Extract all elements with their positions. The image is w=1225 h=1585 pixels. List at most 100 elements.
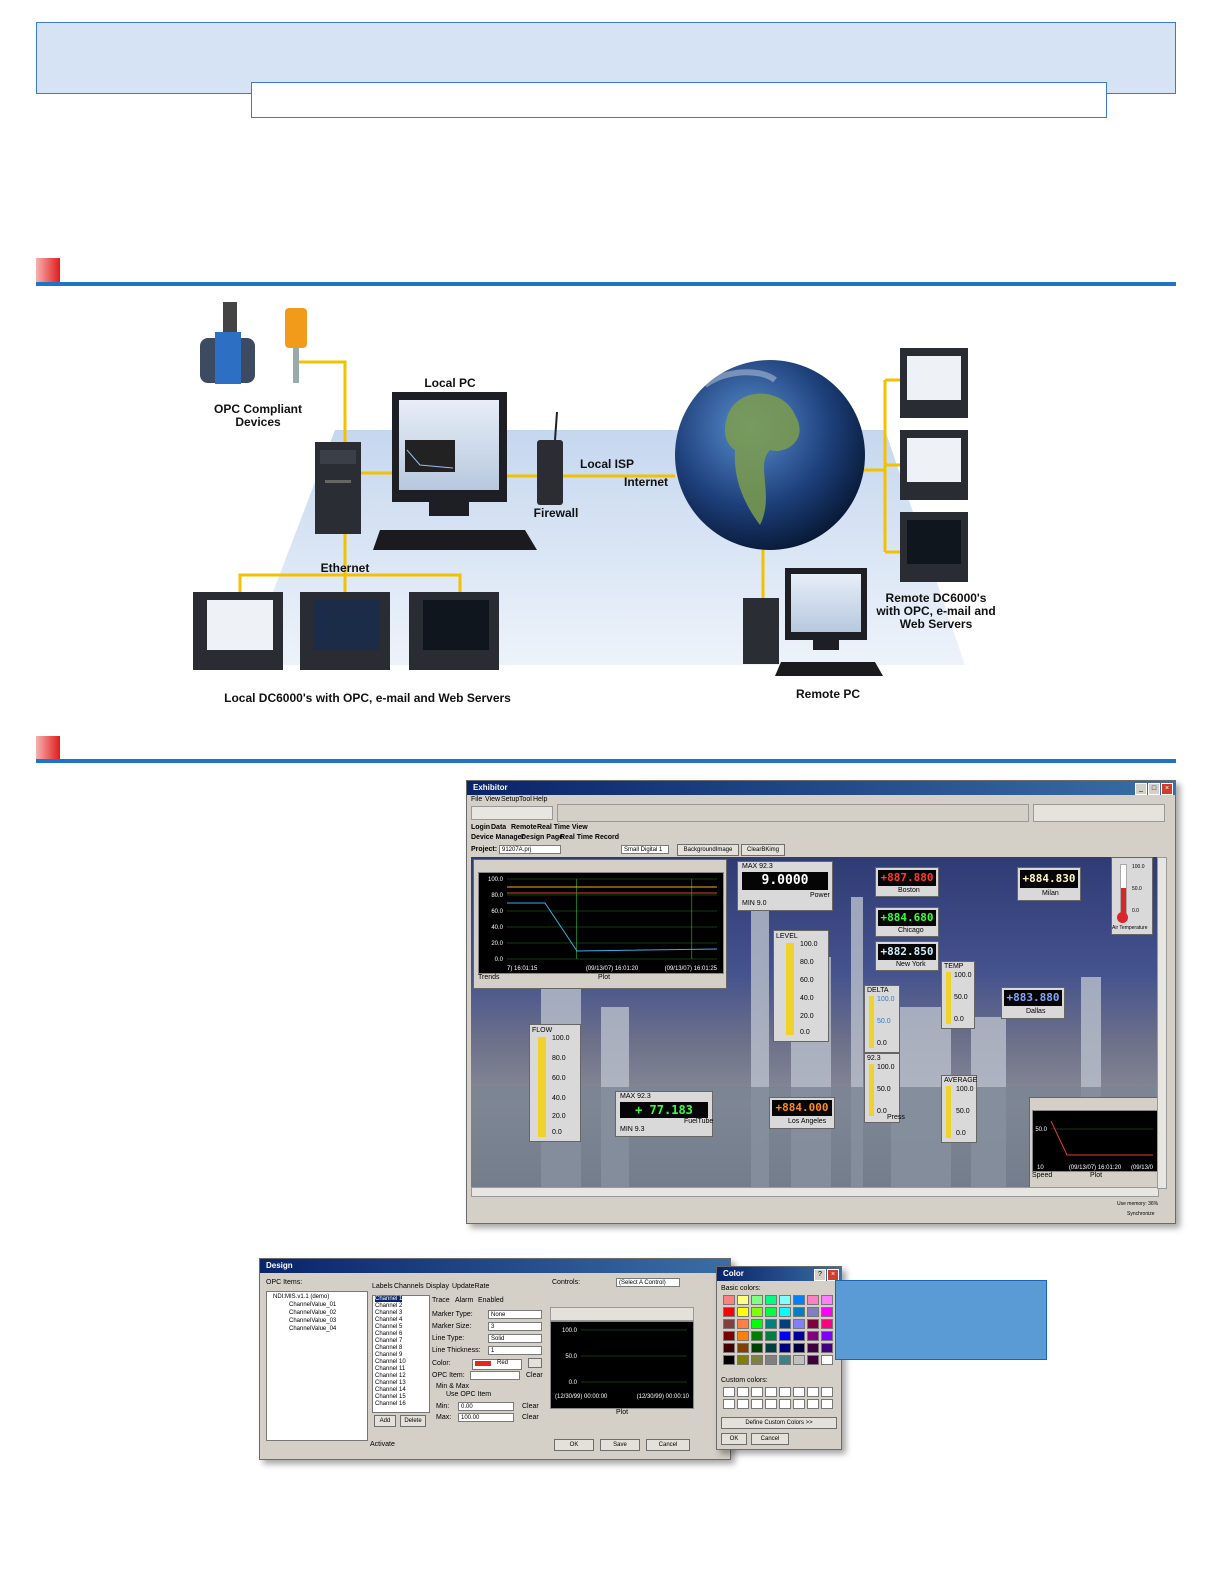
channel-list-item[interactable]: Channel 6 [375,1331,403,1337]
line-thickness-select[interactable]: 1 [488,1346,542,1355]
color-swatch[interactable] [723,1331,735,1341]
channel-list-item[interactable]: Channel 7 [375,1338,403,1344]
define-custom-colors-button[interactable]: Define Custom Colors >> [721,1417,837,1429]
tab-login[interactable]: Login [471,824,491,831]
minimize-button[interactable]: _ [1135,783,1147,795]
add-button[interactable]: Add [374,1415,396,1427]
color-swatch[interactable] [821,1355,833,1365]
custom-color-swatch[interactable] [821,1399,833,1409]
close-button[interactable]: × [827,1269,839,1281]
channel-list-item[interactable]: Channel 15 [375,1394,406,1400]
tab-updaterate[interactable]: UpdateRate [452,1283,490,1290]
custom-color-swatch[interactable] [765,1399,777,1409]
vertical-scrollbar[interactable] [1157,857,1167,1189]
custom-color-swatch[interactable] [779,1399,791,1409]
custom-color-swatch[interactable] [723,1387,735,1397]
tab-labels[interactable]: Labels [372,1283,393,1290]
color-swatch[interactable] [723,1307,735,1317]
use-opc-checkbox[interactable]: Use OPC Item [446,1391,492,1398]
channel-list-item[interactable]: Channel 11 [375,1366,406,1372]
line-type-select[interactable]: Solid [488,1334,542,1343]
color-swatch[interactable] [779,1331,791,1341]
color-swatch[interactable] [765,1355,777,1365]
background-image-button[interactable]: BackgroundImage [677,844,739,856]
custom-color-swatch[interactable] [821,1387,833,1397]
basic-color-palette[interactable] [723,1295,835,1367]
color-swatch[interactable] [751,1343,763,1353]
color-swatch[interactable] [765,1343,777,1353]
tree-item[interactable]: ChannelValue_03 [289,1318,337,1324]
synchronize-checkbox[interactable]: Synchronize [1127,1211,1155,1217]
custom-color-swatch[interactable] [751,1387,763,1397]
ok-button[interactable]: OK [554,1439,594,1451]
subtab-enabled[interactable]: Enabled [478,1297,504,1304]
color-swatch[interactable] [779,1319,791,1329]
color-swatch[interactable] [793,1307,805,1317]
color-picker-button[interactable] [528,1358,542,1368]
channel-list-item[interactable]: Channel 5 [375,1324,403,1330]
color-swatch[interactable] [751,1307,763,1317]
menu-help[interactable]: Help [533,796,548,803]
color-swatch[interactable] [779,1355,791,1365]
color-swatch[interactable] [807,1295,819,1305]
tab-real-time-record[interactable]: Real Time Record [560,834,620,841]
min-clear[interactable]: Clear [522,1403,539,1410]
controls-select[interactable]: (Select A Control) [616,1278,680,1287]
color-swatch[interactable] [751,1355,763,1365]
color-swatch[interactable] [737,1295,749,1305]
opc-item-clear[interactable]: Clear [526,1372,543,1379]
close-button[interactable]: × [1161,783,1173,795]
color-swatch[interactable] [821,1343,833,1353]
color-swatch[interactable] [821,1331,833,1341]
tab-remote[interactable]: Remote [511,824,537,831]
tree-item[interactable]: ChannelValue_01 [289,1302,337,1308]
custom-color-swatch[interactable] [793,1399,805,1409]
tab-display[interactable]: Display [426,1283,449,1290]
display-select[interactable]: Small Digital 1 [621,845,669,854]
color-swatch[interactable] [737,1343,749,1353]
custom-color-swatch[interactable] [807,1387,819,1397]
color-swatch[interactable] [793,1331,805,1341]
marker-size-select[interactable]: 3 [488,1322,542,1331]
clear-bkimg-button[interactable]: ClearBKimg [741,844,785,856]
tree-item[interactable]: ChannelValue_04 [289,1326,337,1332]
opc-item-field[interactable] [470,1371,520,1380]
color-swatch[interactable] [765,1319,777,1329]
max-clear[interactable]: Clear [522,1414,539,1421]
help-button[interactable]: ? [814,1269,826,1281]
channel-list-item[interactable]: Channel 3 [375,1310,403,1316]
channel-list-item[interactable]: Channel 8 [375,1345,403,1351]
color-swatch[interactable] [765,1307,777,1317]
color-swatch[interactable] [737,1331,749,1341]
maximize-button[interactable]: □ [1148,783,1160,795]
color-swatch[interactable] [751,1295,763,1305]
horizontal-scrollbar[interactable] [471,1187,1159,1197]
color-swatch[interactable] [765,1331,777,1341]
custom-color-swatch[interactable] [751,1399,763,1409]
custom-color-swatch[interactable] [737,1387,749,1397]
tab-device-manager[interactable]: Device Manager [471,834,525,841]
channel-list-item[interactable]: Channel 9 [375,1352,403,1358]
color-swatch[interactable] [807,1343,819,1353]
custom-color-swatch[interactable] [737,1399,749,1409]
color-swatch[interactable] [737,1355,749,1365]
custom-color-swatch[interactable] [723,1399,735,1409]
channel-list-item[interactable]: Channel 4 [375,1317,403,1323]
color-swatch[interactable] [793,1319,805,1329]
color-swatch[interactable] [821,1295,833,1305]
color-swatch[interactable] [793,1295,805,1305]
color-swatch[interactable] [723,1319,735,1329]
custom-color-swatch[interactable] [765,1387,777,1397]
color-swatch[interactable] [779,1343,791,1353]
color-swatch[interactable] [821,1307,833,1317]
cancel-button[interactable]: Cancel [751,1433,789,1445]
color-swatch[interactable] [765,1295,777,1305]
marker-type-select[interactable]: None [488,1310,542,1319]
color-swatch[interactable] [779,1295,791,1305]
min-field[interactable]: 0.00 [458,1402,514,1411]
channel-list-item[interactable]: Channel 1 [375,1296,403,1302]
color-swatch[interactable] [807,1355,819,1365]
color-swatch[interactable] [807,1319,819,1329]
channel-list-item[interactable]: Channel 13 [375,1380,406,1386]
color-swatch[interactable] [793,1343,805,1353]
